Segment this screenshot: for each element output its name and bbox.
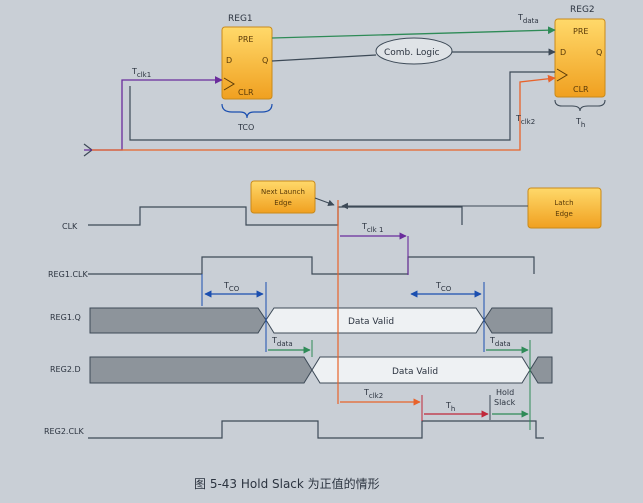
tdata-label-2: Tdata [489,336,511,348]
tclk2-label: Tclk2 [363,388,383,400]
signal-label-clk: CLK [62,222,78,231]
reg2-d-invalid-band-2 [529,356,553,384]
reg1-q-invalid-band-2 [483,307,553,334]
reg2-clock-triangle [556,68,568,82]
tco-brace [221,103,273,119]
reg1-clock-triangle [223,77,235,91]
next-launch-edge-line2: Edge [274,199,292,207]
tco-top-label: TCO [237,123,254,132]
reg1-pre: PRE [238,35,253,44]
tclk1-label: Tclk 1 [361,222,383,234]
tco-label-2: TCO [435,281,452,293]
reg2-pre: PRE [573,27,588,36]
signal-label-reg1-q: REG1.Q [50,313,81,322]
latch-edge-box [527,187,602,229]
hold-slack-line1: Hold [496,388,514,397]
reg1-q-invalid-band-1 [89,307,267,334]
reg1-clk-waveform [88,256,535,275]
reg1-title: REG1 [228,14,253,24]
tdata-top-label: Tdata [517,13,539,25]
reg1-clr: CLR [238,88,254,97]
reg1-q-data-valid: Data Valid [348,317,394,327]
next-launch-edge-pointer [314,197,335,207]
reg2-d-data-valid: Data Valid [392,367,438,377]
signal-label-reg2-clk: REG2.CLK [44,427,84,436]
reg2-d-invalid-band-1 [89,356,313,384]
hold-slack-line2: Slack [494,398,516,407]
th-brace [554,99,606,112]
clk-waveform [88,206,463,226]
signal-label-reg2-d: REG2.D [50,365,81,374]
reg2-flipflop [554,18,606,98]
tdata-label-1: Tdata [271,336,293,348]
q-to-comb-wire [271,54,377,62]
latch-edge-line1: Latch [554,199,573,207]
reg1-d: D [226,56,232,65]
reg2-q: Q [596,48,602,57]
latch-edge-line2: Edge [555,210,573,218]
signal-label-reg1-clk: REG1.CLK [48,270,88,279]
reg2-title: REG2 [570,5,595,15]
reg2-clk-waveform [88,420,544,439]
th-top-label: Th [575,117,585,129]
comb-logic-label: Comb. Logic [384,48,440,58]
comb-logic-cloud [375,37,453,65]
tco-label-1: TCO [223,281,240,293]
tclk2-wire [92,74,556,151]
figure-caption: 图 5-43 Hold Slack 为正值的情形 [194,476,380,491]
reg1-flipflop [221,26,273,100]
tclk2-top-label: Tclk2 [515,114,535,126]
clock-trunk-wire [129,71,555,141]
next-launch-edge-line1: Next Launch [261,188,305,196]
next-launch-edge-box [250,180,316,214]
reg1-q: Q [262,56,268,65]
tclk1-top-label: Tclk1 [131,67,151,79]
reg2-clr: CLR [573,85,589,94]
reg2-d: D [560,48,566,57]
th-label: Th [445,401,455,413]
tdata-wire [271,26,556,39]
